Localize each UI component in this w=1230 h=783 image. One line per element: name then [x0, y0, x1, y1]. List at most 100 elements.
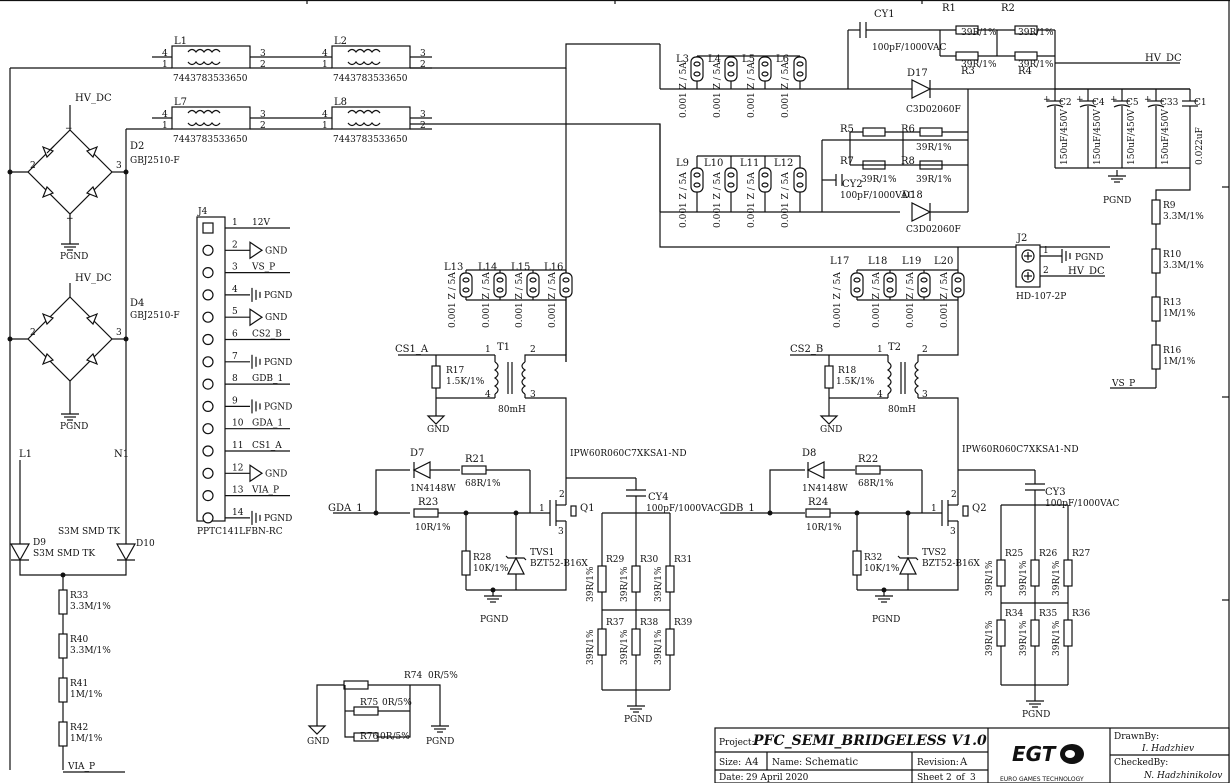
svg-text:R10: R10: [1163, 250, 1182, 260]
svg-text:CS2_B: CS2_B: [790, 344, 823, 355]
svg-text:5: 5: [232, 307, 238, 317]
svg-text:L15: L15: [511, 262, 530, 273]
svg-text:R29: R29: [606, 555, 625, 565]
svg-text:39R/1%: 39R/1%: [1018, 28, 1054, 38]
svg-text:TVS1: TVS1: [530, 548, 554, 558]
svg-text:+: +: [1076, 95, 1084, 105]
svg-text:0.022uF: 0.022uF: [1195, 127, 1205, 165]
svg-text:1.5K/1%: 1.5K/1%: [836, 377, 875, 387]
svg-text:100pF/1000VAC: 100pF/1000VAC: [872, 43, 947, 53]
net-label: VS_P: [1111, 379, 1135, 389]
svg-text:C33: C33: [1160, 98, 1179, 108]
svg-text:CY1: CY1: [874, 9, 895, 20]
svg-text:150uF/450V: 150uF/450V: [1127, 109, 1137, 165]
svg-text:2: 2: [420, 60, 426, 70]
svg-text:Size:: Size:: [719, 758, 741, 768]
svg-text:C3D02060F: C3D02060F: [906, 225, 961, 235]
svg-text:I. Hadzhiev: I. Hadzhiev: [1141, 744, 1194, 754]
choke-l2: L2 7443783533650 41 32: [322, 36, 426, 84]
svg-text:C1: C1: [1194, 98, 1207, 108]
svg-text:R2: R2: [1001, 3, 1015, 14]
svg-text:J4: J4: [197, 207, 208, 217]
svg-text:11: 11: [232, 441, 243, 451]
svg-text:C4: C4: [1092, 98, 1105, 108]
svg-text:L19: L19: [902, 256, 921, 267]
svg-text:T1: T1: [497, 342, 510, 353]
diode-d18: D18 C3D02060F: [902, 89, 969, 235]
svg-text:2: 2: [232, 240, 238, 250]
snubber-mid: R5 R6 R7 R8 39R/1% 39R/1% 39R/1% CY2 100…: [821, 124, 969, 212]
svg-text:L3: L3: [676, 54, 689, 65]
svg-text:3.3M/1%: 3.3M/1%: [1163, 261, 1204, 271]
svg-text:CS1_A: CS1_A: [252, 441, 282, 451]
svg-text:IPW60R060C7XKSA1-ND: IPW60R060C7XKSA1-ND: [962, 445, 1079, 455]
svg-text:2: 2: [30, 328, 36, 338]
svg-text:39R/1%: 39R/1%: [1019, 620, 1029, 656]
net-label: N1: [114, 449, 129, 460]
bridge-part: GBJ2510-F: [130, 311, 180, 321]
snubber-resistor: R35 39R/1%: [1019, 609, 1058, 656]
bulk-cap: C1 0.022uF: [1182, 89, 1207, 168]
svg-text:PGND: PGND: [480, 615, 508, 625]
svg-text:IPW60R060C7XKSA1-ND: IPW60R060C7XKSA1-ND: [570, 449, 687, 459]
svg-text:10: 10: [232, 419, 244, 429]
svg-text:R38: R38: [640, 618, 659, 628]
svg-text:TVS2: TVS2: [922, 548, 946, 558]
snubber-top: CY1 100pF/1000VAC R1 R2 R3 R4 39R/1% 39R…: [847, 3, 1182, 89]
svg-text:PGND: PGND: [1022, 710, 1050, 720]
svg-text:GND: GND: [427, 425, 449, 435]
svg-text:D18: D18: [902, 190, 923, 201]
svg-text:BZT52-B16X: BZT52-B16X: [530, 559, 588, 569]
svg-text:R26: R26: [1039, 549, 1058, 559]
ferrite-row-mid: L9 L10 L11 L12 0.001 Z / 5A 0.001 Z / 5A…: [659, 124, 900, 228]
svg-text:39R/1%: 39R/1%: [654, 629, 664, 665]
svg-text:C5: C5: [1126, 98, 1139, 108]
svg-text:39R/1%: 39R/1%: [1052, 620, 1062, 656]
divider-left: R33 3.3M/1% R40 3.3M/1% R41 1M/1% R42 1M…: [58, 575, 125, 773]
svg-text:1M/1%: 1M/1%: [70, 690, 103, 700]
svg-text:0R/5%: 0R/5%: [380, 732, 410, 742]
svg-text:1: 1: [162, 121, 168, 131]
svg-text:GND: GND: [307, 737, 329, 747]
net-label: VIA_P: [67, 762, 95, 772]
svg-text:R41: R41: [70, 679, 88, 689]
svg-text:R28: R28: [473, 553, 492, 563]
svg-text:R76: R76: [360, 732, 379, 742]
svg-text:T2: T2: [888, 342, 901, 353]
svg-text:4: 4: [877, 390, 883, 400]
svg-text:13: 13: [232, 486, 244, 496]
svg-text:8: 8: [232, 374, 238, 384]
net-label: HV_DC: [1145, 53, 1182, 64]
choke-part: 7443783533650: [333, 74, 408, 84]
choke-ref: L1: [174, 36, 187, 47]
svg-text:CS2_B: CS2_B: [252, 330, 282, 340]
svg-text:0.001 Z / 5A: 0.001 Z / 5A: [781, 172, 791, 228]
svg-text:Date:: Date:: [719, 773, 744, 783]
svg-text:3: 3: [530, 390, 536, 400]
gate-drive-a: GDA_1 D7 1N4148W R21 68R/1% R23 10R/1% R…: [328, 448, 588, 625]
svg-text:1: 1: [539, 504, 545, 514]
svg-text:R74: R74: [404, 671, 423, 681]
svg-text:3: 3: [420, 110, 426, 120]
svg-text:1N4148W: 1N4148W: [410, 484, 457, 494]
svg-text:3: 3: [116, 161, 122, 171]
svg-text:2: 2: [1043, 266, 1049, 276]
svg-text:R37: R37: [606, 618, 625, 628]
title-block: Project: PFC_SEMI_BRIDGELESS V1.0 Size: …: [714, 727, 1230, 783]
svg-text:R42: R42: [70, 723, 88, 733]
svg-text:R35: R35: [1039, 609, 1058, 619]
svg-text:39R/1%: 39R/1%: [916, 143, 952, 153]
svg-text:1M/1%: 1M/1%: [70, 734, 103, 744]
svg-text:3: 3: [950, 527, 956, 537]
svg-text:0R/5%: 0R/5%: [382, 698, 412, 708]
